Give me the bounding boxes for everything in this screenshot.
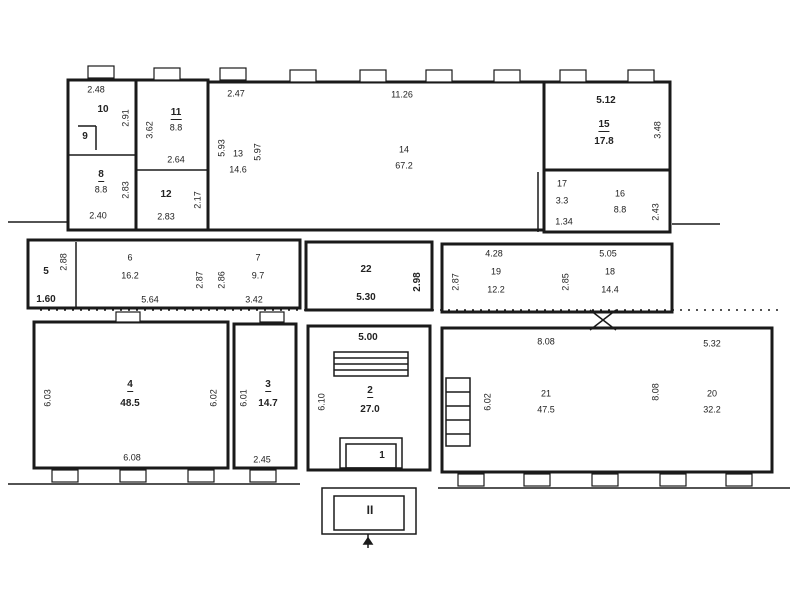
- room-dim: 2.85: [560, 273, 571, 291]
- room-number: 14: [398, 144, 410, 155]
- room-dim: 6.08: [123, 452, 141, 463]
- room-dim: 2.17: [192, 191, 203, 209]
- room-area: 12.2: [487, 284, 505, 295]
- room-area: 27.0: [360, 404, 380, 415]
- room-area: 14.4: [601, 284, 619, 295]
- room-number: 7: [255, 252, 261, 263]
- room-dim: 6.01: [238, 389, 249, 407]
- room-dim: 2.88: [58, 253, 69, 271]
- room-number: 19: [490, 266, 502, 277]
- room-dim: 2.43: [650, 203, 661, 221]
- room-dim: 2.45: [253, 454, 271, 465]
- room-number: 3: [265, 379, 271, 392]
- room-dim: 2.98: [412, 272, 423, 292]
- room-number: 6: [127, 252, 133, 263]
- room-number: 5: [43, 266, 49, 277]
- room-number: 12: [160, 189, 172, 200]
- room-number: 22: [360, 264, 372, 275]
- room-dim: 5.12: [596, 95, 616, 106]
- room-number: 4: [127, 379, 133, 392]
- room-dim: 3.42: [245, 294, 263, 305]
- room-area: 8.8: [613, 204, 627, 215]
- room-dim: 8.08: [537, 336, 555, 347]
- room-dim: 2.64: [167, 154, 185, 165]
- room-dim: 2.87: [194, 271, 205, 289]
- wall-row-mid-right: [440, 242, 674, 314]
- room-dim: 6.10: [316, 393, 327, 411]
- room-area: 67.2: [395, 160, 413, 171]
- room-number: 21: [540, 388, 552, 399]
- room-dim: 2.87: [450, 273, 461, 291]
- room-area: 8.8: [94, 184, 108, 195]
- room-number: 10: [97, 104, 109, 115]
- room-number: 16: [614, 188, 626, 199]
- room-dim: 5.64: [141, 294, 159, 305]
- room-dim: 6.03: [42, 389, 53, 407]
- room-dim: 5.93: [216, 139, 227, 157]
- room-dim: 3.48: [652, 121, 663, 139]
- room-dim: 2.83: [157, 211, 175, 222]
- room-dim: 5.00: [358, 332, 378, 343]
- room-dim: 11.26: [391, 89, 413, 100]
- room-dim: 5.30: [356, 292, 376, 303]
- room-dim: 2.47: [227, 88, 245, 99]
- room-number: 13: [232, 148, 244, 159]
- room-number: 20: [706, 388, 718, 399]
- wall-room-21-20: [440, 326, 774, 474]
- room-area: 48.5: [120, 398, 140, 409]
- room-area: 9.7: [251, 270, 265, 281]
- room-number: 1: [379, 450, 385, 461]
- room-number: 9: [82, 131, 88, 142]
- room-dim: 1.60: [36, 294, 56, 305]
- room-dim: 2.40: [89, 210, 107, 221]
- room-area: 8.8: [169, 122, 183, 133]
- room-area: 3.3: [555, 195, 569, 206]
- room-dim: 5.05: [599, 248, 617, 259]
- room-number: 17: [556, 178, 568, 189]
- room-number: 15: [598, 119, 610, 132]
- room-dim: 5.97: [252, 143, 263, 161]
- room-dim: 6.02: [482, 393, 493, 411]
- room-area: 32.2: [703, 404, 721, 415]
- room-number: 18: [604, 266, 616, 277]
- wall-room-3: [232, 322, 298, 470]
- room-area: 17.8: [594, 136, 614, 147]
- room-area: 14.7: [258, 398, 278, 409]
- room-area: 16.2: [121, 270, 139, 281]
- wall-room-4: [32, 320, 230, 470]
- room-dim: 1.34: [555, 216, 573, 227]
- room-number: 2: [367, 385, 373, 398]
- room-dim: 5.32: [703, 338, 721, 349]
- room-dim: 2.86: [216, 271, 227, 289]
- room-number: 8: [98, 169, 104, 182]
- room-area: 14.6: [229, 164, 247, 175]
- entrance-label: II: [366, 503, 374, 517]
- wall-room-2: [306, 324, 432, 472]
- room-dim: 2.83: [120, 181, 131, 199]
- wall-row-mid-left: [26, 238, 302, 310]
- room-dim: 8.08: [650, 383, 661, 401]
- room-dim: 4.28: [485, 248, 503, 259]
- room-dim: 2.48: [87, 84, 105, 95]
- room-dim: 2.91: [120, 109, 131, 127]
- room-number: 11: [170, 107, 182, 120]
- room-dim: 3.62: [144, 121, 155, 139]
- room-area: 47.5: [537, 404, 555, 415]
- room-dim: 6.02: [208, 389, 219, 407]
